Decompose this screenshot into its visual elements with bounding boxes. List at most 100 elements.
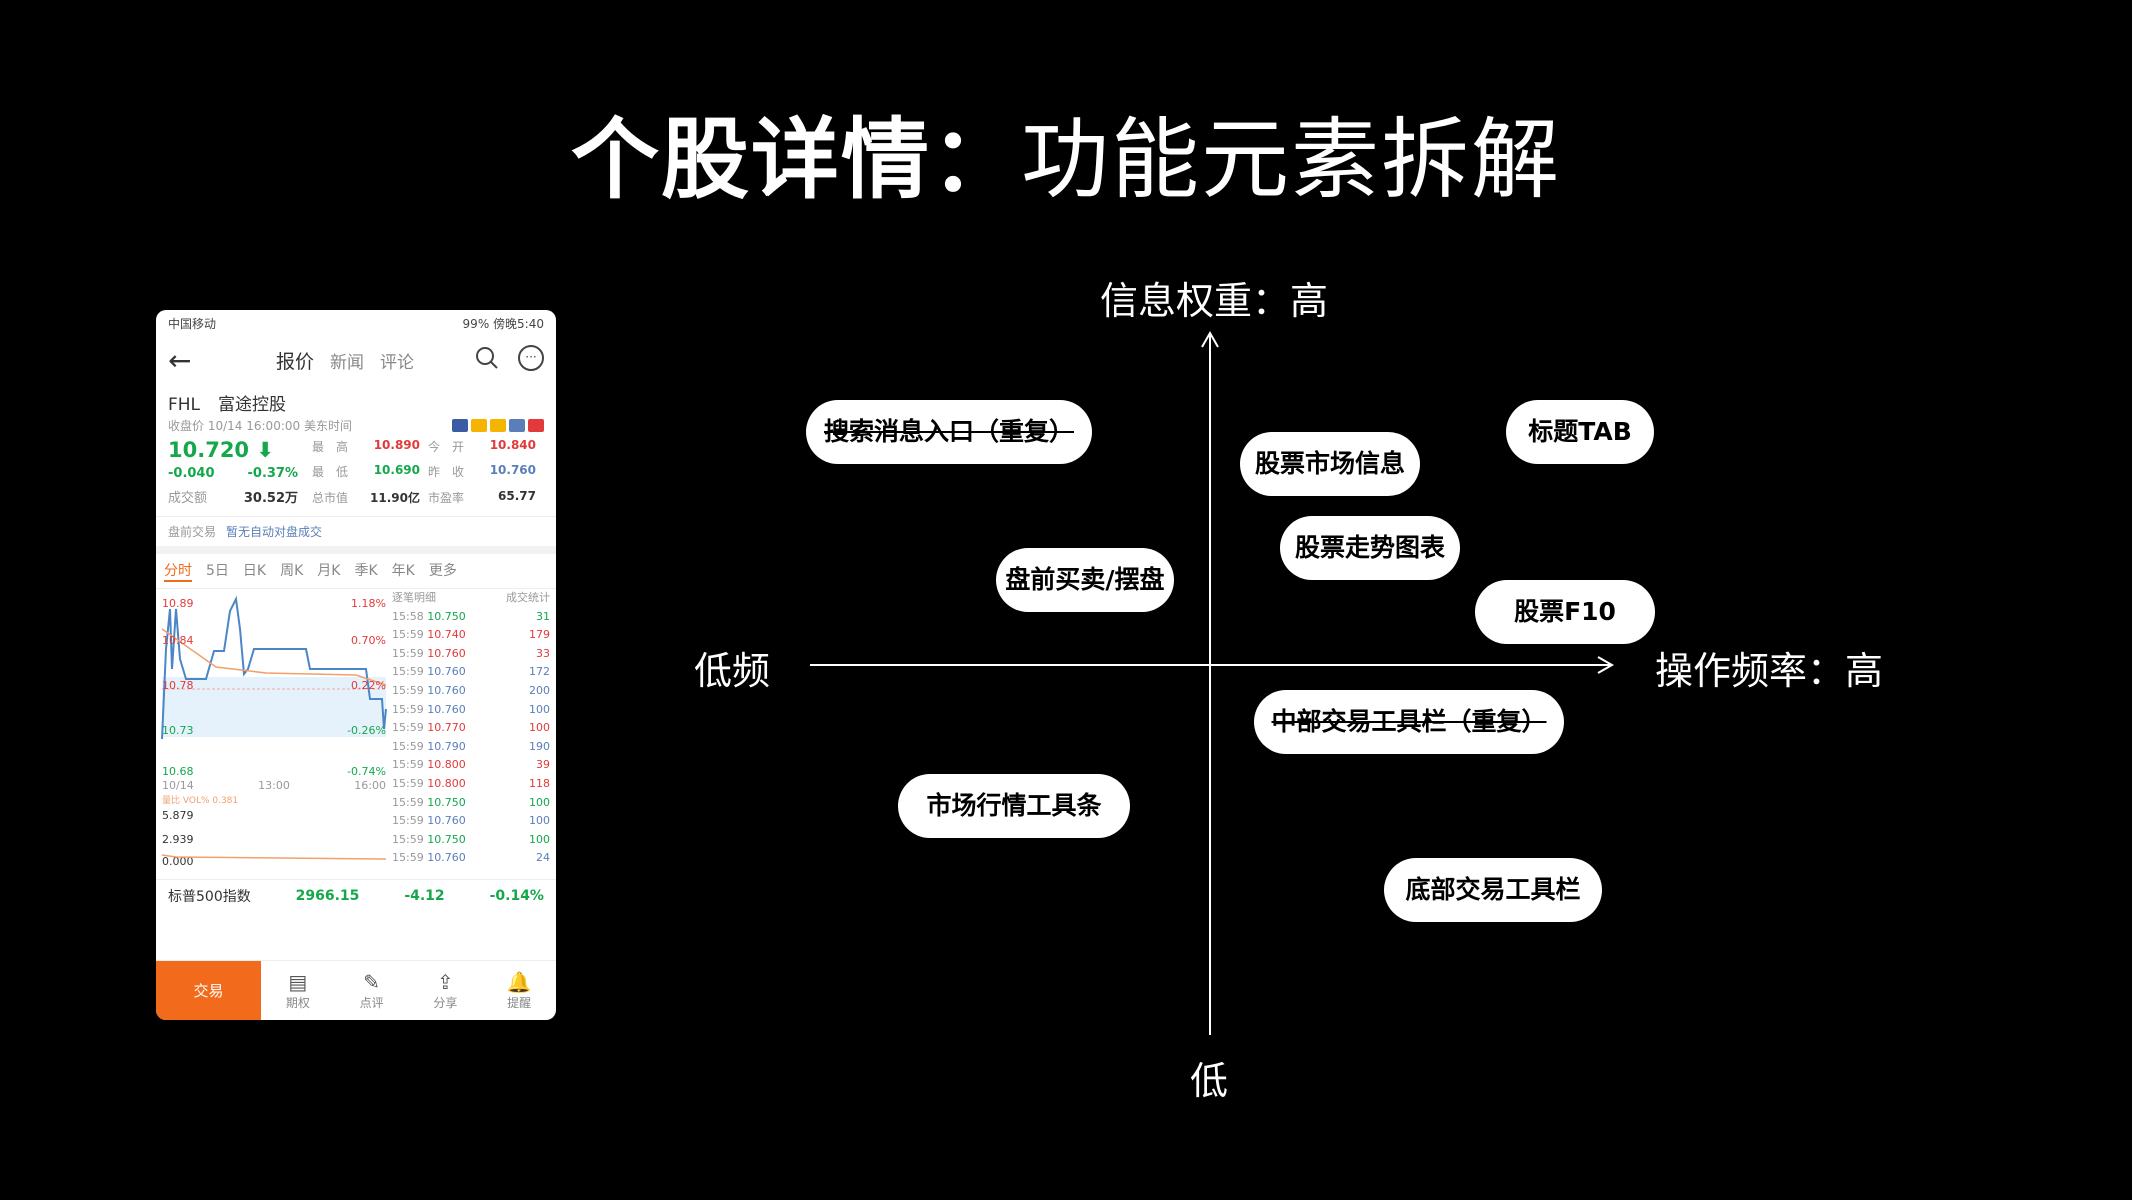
horizontal-arrow: [1597, 656, 1615, 674]
ktab-5d[interactable]: 5日: [206, 563, 229, 579]
tick-tab-detail[interactable]: 逐笔明细: [392, 591, 436, 604]
ktab-intraday[interactable]: 分时: [164, 560, 192, 582]
options-label: 期权: [285, 996, 310, 1010]
more-icon[interactable]: ···: [518, 345, 544, 371]
stock-code: FHL: [168, 395, 201, 415]
tick-left: 15:59 10.760: [392, 701, 466, 720]
share-icon: ⇪: [436, 970, 454, 994]
ktab-month[interactable]: 月K: [317, 563, 341, 579]
item-search-entry: 搜索消息入口（重复）: [806, 400, 1092, 464]
tick-price: 10.800: [427, 758, 466, 772]
x-2: 13:00: [258, 779, 290, 792]
tick-volume: 200: [529, 683, 550, 697]
tick-price: 10.790: [427, 739, 466, 753]
change-pct: -0.37%: [247, 466, 299, 481]
tick-time: 15:59: [392, 646, 424, 660]
ktab-quarter[interactable]: 季K: [354, 563, 378, 579]
options-icon: ▤: [288, 970, 308, 994]
ktab-week[interactable]: 周K: [280, 563, 304, 579]
item-middle-toolbar: 中部交易工具栏（重复）: [1254, 690, 1564, 754]
options-button[interactable]: ▤ 期权: [261, 961, 335, 1020]
item-premarket: 盘前买卖/摆盘: [996, 548, 1174, 612]
item-label: 盘前买卖/摆盘: [1005, 565, 1165, 594]
tab-news[interactable]: 新闻: [330, 352, 365, 373]
comment-label: 点评: [359, 996, 384, 1010]
item-title-tab: 标题TAB: [1506, 400, 1654, 464]
search-icon[interactable]: [474, 345, 500, 375]
axis-label-top: 信息权重：高: [1100, 279, 1329, 323]
tab-comments[interactable]: 评论: [380, 352, 415, 373]
index-value: 2966.15: [295, 887, 360, 904]
tick-price: 10.760: [427, 814, 466, 828]
back-icon[interactable]: ←: [168, 343, 192, 377]
v-3: 0.000: [162, 855, 194, 868]
ktab-more[interactable]: 更多: [428, 563, 457, 579]
p-3: 0.22%: [351, 679, 386, 692]
item-label: 中部交易工具栏（重复）: [1271, 707, 1547, 736]
tick-volume: 190: [529, 739, 550, 753]
alert-button[interactable]: 🔔提醒: [482, 961, 556, 1020]
premarket-label: 盘前交易: [168, 525, 217, 539]
premarket-row[interactable]: 盘前交易暂无自动对盘成交: [156, 516, 556, 554]
tick-volume: 179: [529, 628, 550, 642]
clock: 傍晚5:40: [493, 316, 544, 331]
tick-time: 15:59: [392, 814, 424, 828]
item-label: 搜索消息入口（重复）: [823, 417, 1074, 446]
item-label: 股票F10: [1514, 597, 1616, 626]
tick-left: 15:59 10.760: [392, 645, 466, 664]
v-1: 5.879: [162, 809, 194, 822]
tick-left: 15:59 10.750: [392, 831, 466, 850]
tick-tab-stats[interactable]: 成交统计: [506, 591, 550, 604]
share-label: 分享: [433, 996, 458, 1010]
ktab-day[interactable]: 日K: [242, 563, 267, 579]
price-change: -0.040-0.37%: [168, 466, 298, 481]
tick-time: 15:58: [392, 609, 424, 623]
y-2: 10.84: [162, 634, 194, 647]
bottom-toolbar: 交易 ▤ 期权 ✎点评 ⇪ 分享 🔔提醒: [156, 960, 556, 1020]
item-label: 股票市场信息: [1254, 449, 1405, 478]
item-label: 底部交易工具栏: [1405, 875, 1581, 904]
tick-time: 15:59: [392, 776, 424, 790]
down-arrow-icon: ⬇: [256, 438, 274, 462]
heart-icon: [528, 419, 544, 432]
comment-button[interactable]: ✎点评: [335, 961, 409, 1020]
index-bar[interactable]: 标普500指数 2966.15 -4.12 -0.14%: [156, 879, 556, 911]
index-name: 标普500指数: [168, 888, 251, 905]
tick-volume: 33: [536, 646, 550, 660]
open-label: 今 开: [428, 440, 465, 454]
tab-quote[interactable]: 报价: [276, 350, 315, 373]
tick-price: 10.750: [427, 832, 466, 846]
ktab-year[interactable]: 年K: [391, 563, 415, 579]
share-button[interactable]: ⇪ 分享: [409, 961, 483, 1020]
item-label: 市场行情工具条: [926, 791, 1102, 820]
item-bottom-toolbar: 底部交易工具栏: [1384, 858, 1602, 922]
tick-left: 15:59 10.760: [392, 663, 466, 682]
trade-button[interactable]: 交易: [156, 961, 261, 1020]
bell-icon: 🔔: [506, 970, 532, 994]
close-info: 收盘价 10/14 16:00:00 美东时间: [156, 415, 556, 434]
tick-time: 15:59: [392, 851, 424, 865]
low-value: 10.690: [373, 463, 420, 478]
tick-volume: 100: [529, 814, 550, 828]
mktcap-value: 11.90亿: [370, 490, 420, 505]
nav-icons: ···: [474, 345, 544, 375]
close-time: 10/14 16:00:00 美东时间: [207, 419, 352, 433]
item-f10: 股票F10: [1475, 580, 1655, 644]
vol-line: [161, 854, 387, 860]
tick-price: 10.760: [427, 665, 466, 679]
item-market-toolbar: 市场行情工具条: [898, 774, 1130, 838]
item-label: 标题TAB: [1528, 417, 1632, 446]
